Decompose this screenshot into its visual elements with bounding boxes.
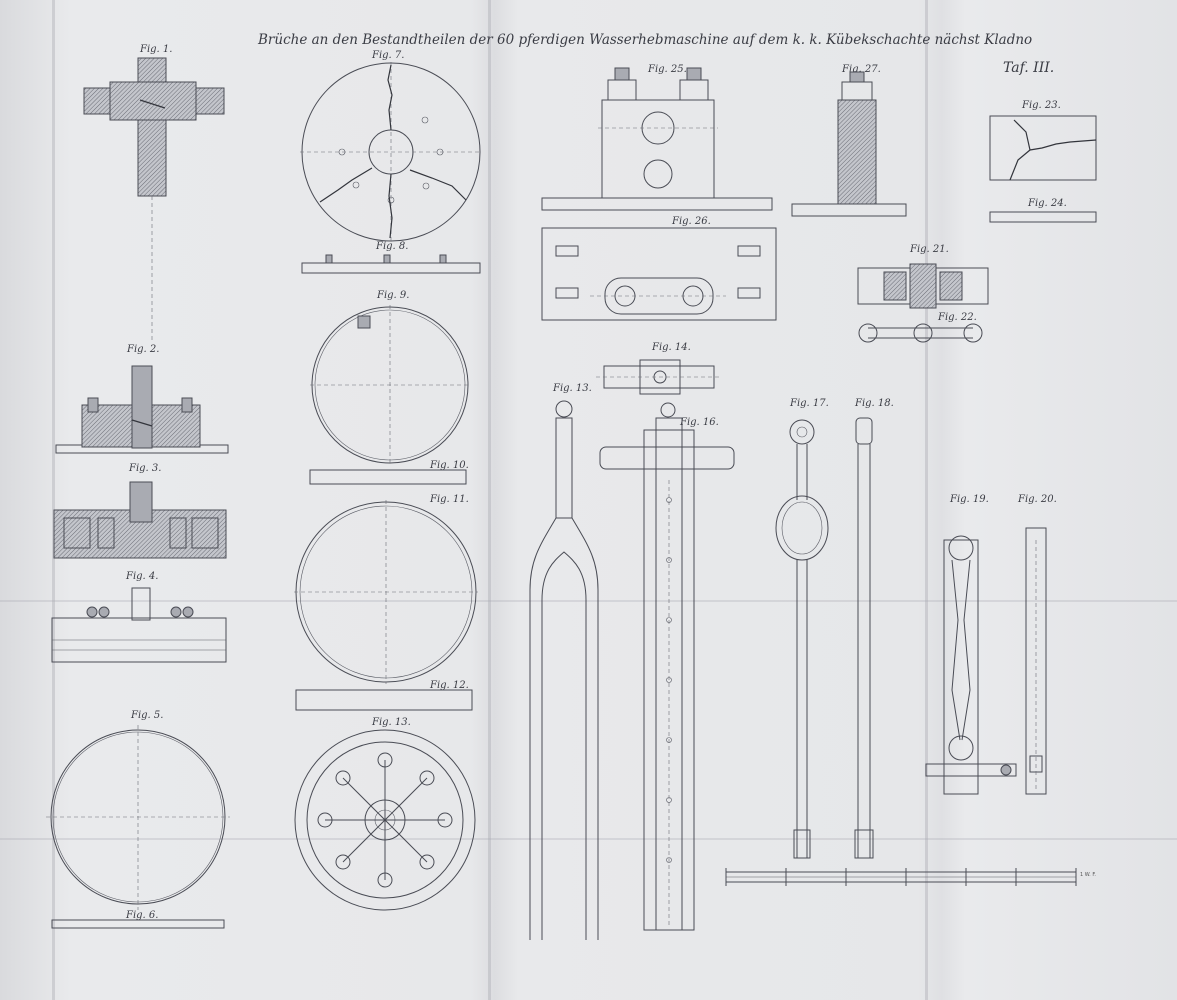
fig6-label: Fig. 6.	[125, 910, 158, 921]
fig18-label: Fig. 18.	[854, 398, 894, 409]
fig27-label: Fig. 27.	[841, 64, 881, 75]
fig10-label: Fig. 10.	[429, 460, 469, 471]
fig21-label: Fig. 21.	[909, 244, 949, 255]
fig14-label: Fig. 14.	[651, 342, 691, 353]
fig9-ring	[310, 305, 470, 465]
center-fold	[488, 0, 491, 1000]
fig5-disc	[46, 725, 230, 910]
plate-number: Taf. III.	[1003, 60, 1054, 76]
fig21-coupling-side	[857, 263, 989, 309]
fig3-label: Fig. 3.	[128, 463, 161, 474]
scale-bar: 1 W. F.	[725, 868, 1096, 886]
fig25-label: Fig. 25.	[647, 64, 687, 75]
fig22-coupling-plan	[858, 323, 983, 343]
fig26-label: Fig. 26.	[671, 216, 711, 227]
fig17-link-rod	[775, 419, 829, 859]
fig4-bearing-side	[51, 587, 227, 663]
fig15-label: Fig. 13.	[552, 383, 592, 394]
fig8-wheel-section	[301, 254, 481, 274]
fig10-ring-section	[309, 469, 467, 485]
fig2-bearing-block	[55, 365, 229, 454]
fig11-label: Fig. 11.	[429, 494, 469, 505]
fig4-label: Fig. 4.	[125, 571, 158, 582]
fig12-label: Fig. 12.	[429, 680, 469, 691]
fig7-cracked-wheel	[300, 62, 482, 242]
fig1-cross-shaft	[83, 57, 225, 340]
fig5-label: Fig. 5.	[130, 710, 163, 721]
scale-bar-unit: 1 W. F.	[1080, 872, 1096, 878]
fig2-label: Fig. 2.	[126, 344, 159, 355]
fig17-label: Fig. 17.	[789, 398, 829, 409]
fig20-crank-side	[1025, 527, 1047, 795]
fig14-coupling	[596, 359, 722, 395]
fig16-label: Fig. 16.	[679, 417, 719, 428]
fig1-label: Fig. 1.	[139, 44, 172, 55]
fig8-label: Fig. 8.	[375, 241, 408, 252]
right-fold	[925, 0, 928, 1000]
fig24-label: Fig. 24.	[1027, 198, 1067, 209]
fig13-wheel-label: Fig. 13.	[371, 717, 411, 728]
fig23-label: Fig. 23.	[1021, 100, 1061, 111]
fig12-ring-section	[295, 689, 473, 711]
fig19-label: Fig. 19.	[949, 494, 989, 505]
left-fold	[52, 0, 55, 1000]
fig13-spoked-wheel	[294, 729, 476, 911]
fig7-label: Fig. 7.	[371, 50, 404, 61]
fig20-label: Fig. 20.	[1017, 494, 1057, 505]
fig11-ring	[294, 500, 478, 684]
fig22-label: Fig. 22.	[937, 312, 977, 323]
fig27-pedestal-side	[791, 71, 907, 217]
fig15-fork-rod	[529, 400, 599, 940]
plate-title: Brüche an den Bestandtheilen der 60 pfer…	[257, 32, 1032, 48]
fig6-disc-edge	[51, 919, 225, 929]
fig26-base-plate	[541, 227, 777, 321]
horizontal-fold	[0, 600, 1177, 602]
fig16-rod	[599, 402, 735, 931]
fig24-block-section	[989, 211, 1097, 223]
fig3-bearing-plan	[53, 481, 227, 559]
lower-fold	[0, 838, 1177, 840]
fig23-broken-block	[989, 115, 1097, 181]
fig19-crank-arm	[925, 535, 1017, 795]
fig18-rod	[854, 417, 874, 859]
fig25-pedestal	[541, 67, 773, 211]
fig9-label: Fig. 9.	[376, 290, 409, 301]
